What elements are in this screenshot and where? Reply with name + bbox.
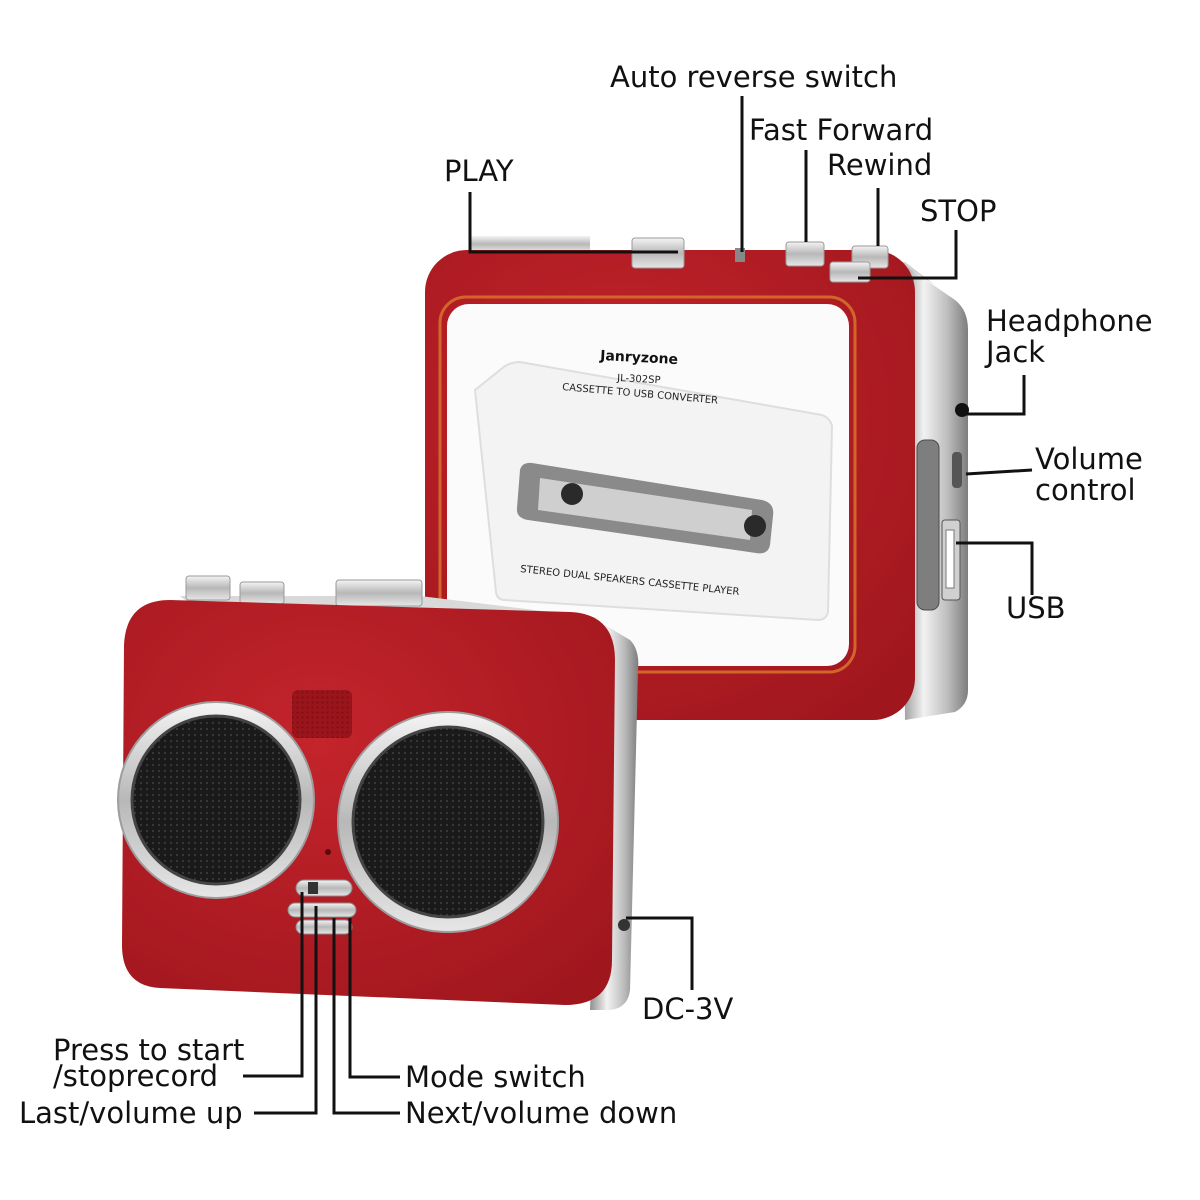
label-rewind: Rewind <box>827 148 933 182</box>
brand-text: Janryzone <box>599 348 679 368</box>
label-record-line2: /stoprecord <box>53 1059 219 1093</box>
label-next-volume-down: Next/volume down <box>405 1096 678 1130</box>
rear-device: Janryzone JL-302SP CASSETTE TO USB CONVE… <box>425 236 969 720</box>
label-headphone-line2: Jack <box>986 335 1046 369</box>
model-text: JL-302SP <box>616 373 661 386</box>
front-device <box>117 575 639 1010</box>
label-dc-3v: DC-3V <box>642 992 734 1026</box>
label-volume-line2: control <box>1035 473 1136 507</box>
fast-forward-button-shape <box>785 241 825 267</box>
label-headphone-line1: Headphone <box>986 304 1153 338</box>
label-fast-forward: Fast Forward <box>749 113 934 147</box>
dc-port-shape <box>618 919 630 931</box>
label-last-volume-up: Last/volume up <box>19 1096 243 1130</box>
usb-port-shape <box>945 529 955 589</box>
label-usb: USB <box>1006 591 1066 625</box>
callout-lines <box>243 96 1034 1115</box>
label-volume-line1: Volume <box>1035 442 1143 476</box>
volume-wheel-shape <box>952 452 962 488</box>
label-record-line1: Press to start <box>53 1033 245 1067</box>
record-button-shape <box>295 879 353 897</box>
label-play: PLAY <box>444 154 514 188</box>
label-auto-reverse-switch: Auto reverse switch <box>610 60 898 94</box>
rear-top-chrome <box>470 236 590 252</box>
label-mode-switch: Mode switch <box>405 1060 586 1094</box>
label-stop: STOP <box>920 194 997 228</box>
